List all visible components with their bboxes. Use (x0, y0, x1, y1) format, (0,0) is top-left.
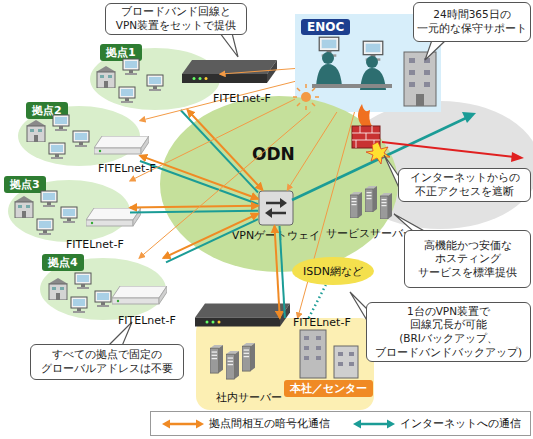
gateway-icon (280, 198, 287, 208)
network-cloud-outline (160, 96, 398, 272)
headquarters-area: 社内サーバー本社／センター (196, 318, 374, 410)
area-tag: 拠点1 (100, 44, 142, 61)
area-tag: 拠点2 (26, 102, 68, 119)
area-tag: 本社／センター (284, 380, 373, 397)
device-label: FITELnet-F (293, 316, 351, 329)
isdn-cloud: ISDN網など (292, 257, 374, 285)
callout-box: インターネットからの 不正アクセスを遮断 (398, 168, 531, 202)
legend-sample (161, 418, 205, 430)
site-area: 拠点2 (18, 106, 140, 166)
node-label: VPNゲートウェイ (228, 228, 324, 243)
gateway-icon (266, 202, 282, 205)
legend-sample (196, 419, 204, 428)
node-label: ISDN網など (292, 264, 374, 279)
device-label: FITELnet-F (213, 92, 271, 105)
callout-text: 24時間365日の 一元的な保守サポート (417, 8, 527, 35)
callout-text: 高機能かつ安価な ホスティング サービスを標準提供 (418, 239, 517, 280)
callout-box: 高機能かつ安価な ホスティング サービスを標準提供 (404, 230, 531, 288)
legend-sample (353, 419, 361, 428)
site-area: 拠点3 (8, 180, 130, 242)
gateway-icon (270, 212, 286, 215)
callout-text: すべての拠点で固定の グローバルアドレスは不要 (41, 348, 173, 375)
network-cloud-outline (160, 96, 398, 272)
network-cloud: ODN VPNゲートウェイ サービスサーバー (160, 96, 398, 272)
internet-traffic-arrow (511, 152, 524, 162)
internet-traffic-arrow (462, 112, 476, 123)
gateway-icon (259, 191, 293, 225)
callout-pointer (220, 33, 238, 57)
vpn-gateway-outline (258, 190, 294, 226)
node-label: ODN (252, 144, 295, 164)
legend-sample (359, 422, 389, 425)
node-label: 社内サーバー (216, 390, 282, 405)
gateway-icon (265, 208, 272, 218)
legend-text: 拠点間相互の暗号化通信 (209, 416, 330, 431)
callout-box: すべての拠点で固定の グローバルアドレスは不要 (30, 344, 184, 380)
legend-sample (168, 422, 198, 425)
area-tag: ENOC (301, 19, 350, 35)
node-label: サービスサーバー (324, 226, 416, 241)
internet-traffic-arrow (382, 142, 514, 157)
callout-text: インターネットからの 不正アクセスを遮断 (410, 171, 520, 198)
callout-box: 24時間365日の 一元的な保守サポート (413, 2, 531, 42)
callout-box: ブロードバンド回線と VPN装置をセットで提供 (105, 3, 247, 35)
connector (220, 69, 295, 75)
area-tag: 拠点4 (42, 254, 84, 271)
site-area: 拠点1 (90, 48, 220, 110)
legend-sample (162, 419, 170, 428)
legend-sample (387, 419, 395, 428)
callout-box: 1台のVPN装置で 回線冗長が可能 (BRIバックアップ、 ブロードバンドバック… (366, 302, 531, 362)
area-tag: 拠点3 (4, 176, 46, 193)
callout-text: 1台のVPN装置で 回線冗長が可能 (BRIバックアップ、 ブロードバンドバック… (375, 305, 522, 360)
isdn-cloud-outline (292, 257, 374, 285)
service-server: サービスサーバー (348, 186, 392, 222)
device-label: FITELnet-F (118, 314, 176, 327)
connector (309, 285, 326, 318)
device-label: FITELnet-F (66, 238, 124, 251)
device-label: FITELnet-F (98, 162, 156, 175)
callout-text: ブロードバンド回線と VPN装置をセットで提供 (116, 5, 236, 32)
legend-text: インターネットへの通信 (400, 416, 521, 431)
site-area: 拠点4 (40, 258, 166, 320)
legend-box: 拠点間相互の暗号化通信 インターネットへの通信 (150, 411, 531, 436)
vpn-gateway: VPNゲートウェイ (258, 190, 294, 226)
headquarters-outline (196, 318, 374, 410)
legend-sample (352, 418, 396, 430)
